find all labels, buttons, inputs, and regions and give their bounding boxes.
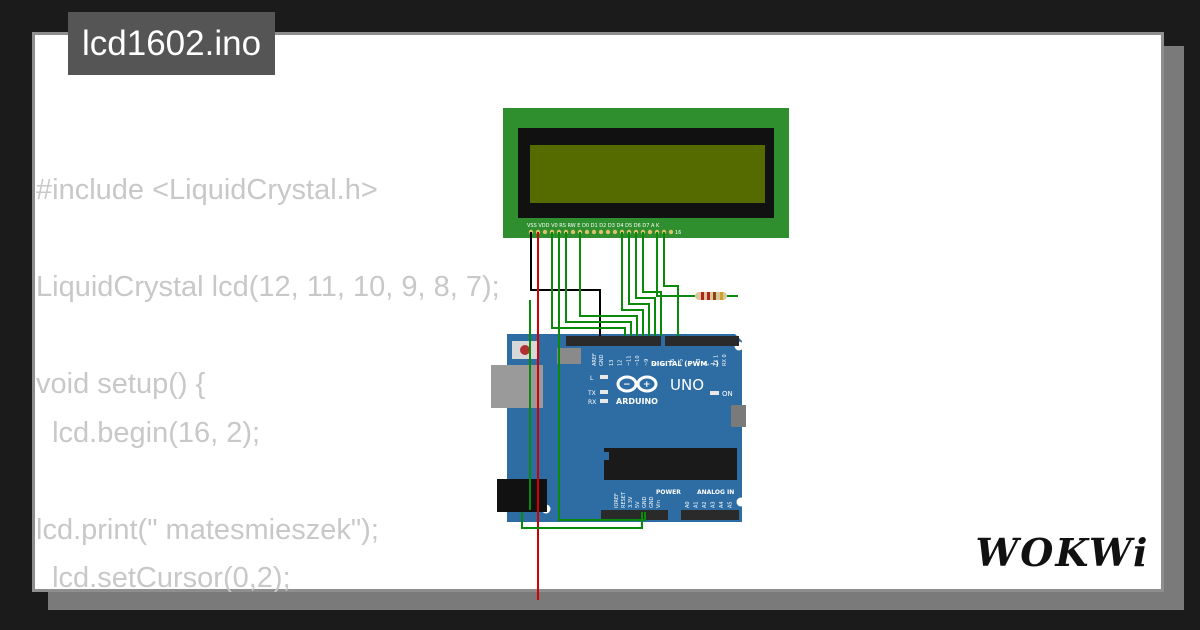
led-tx (600, 390, 608, 394)
digital-pin-label: 13 (609, 360, 615, 366)
power-pin-label: 3.3V (628, 496, 634, 508)
wire-rs (551, 232, 626, 336)
led-on-label: ON (722, 390, 733, 398)
chip-notch (604, 452, 609, 460)
digital-label: DIGITAL (PWM ~) (651, 360, 719, 368)
power-pin-label: 5V (635, 501, 641, 508)
digital-header-right (665, 336, 739, 346)
code-line: lcd.setCursor(0,2); (36, 562, 291, 594)
lcd1602-module[interactable]: VSS VDD V0 RS RW E D0 D1 D2 D3 D4 D5 D6 … (503, 108, 789, 238)
analog-pin-label: A4 (719, 501, 725, 508)
wire-d5 (628, 232, 650, 336)
power-jack (497, 479, 547, 512)
digital-pin-label: AREF (592, 353, 598, 366)
resistor-band (701, 292, 704, 300)
digital-header-left (566, 336, 661, 346)
shadow-bottom (48, 592, 1184, 610)
lcd-pin-last: 16 (675, 230, 681, 236)
resistor-band (707, 292, 710, 300)
analog-pin-label: A1 (694, 501, 700, 508)
wire-gnd-power (521, 512, 643, 529)
digital-pin-label: ~9 (644, 359, 650, 366)
led-l-label: L (590, 375, 594, 382)
digital-pin-label: ~3 (696, 359, 702, 366)
power-header (601, 510, 668, 520)
code-snippet: #include <LiquidCrystal.h> LiquidCrystal … (36, 166, 500, 603)
digital-pin-label: 12 (618, 360, 624, 366)
digital-pin-label: GND (599, 354, 605, 366)
digital-pin-label: 7 (661, 363, 667, 366)
arduino-logo-icon: − + (616, 375, 658, 393)
led-rx (600, 399, 608, 403)
wire-anode (656, 232, 695, 297)
code-line: void setup() { (36, 368, 206, 400)
resistor-band (720, 292, 723, 300)
digital-pin-label: 4 (687, 363, 693, 366)
mount-hole (736, 497, 746, 507)
resistor-band (713, 292, 716, 300)
lcd-screen (530, 145, 765, 203)
wokwi-logo: WOKWi (975, 528, 1150, 578)
lcd-pin-holes (528, 229, 674, 235)
digital-pin-label: 8 (653, 363, 659, 366)
reset-cap (520, 345, 530, 355)
code-line: lcd.begin(16, 2); (36, 416, 261, 449)
wire-d7 (642, 232, 662, 336)
power-label: POWER (656, 489, 681, 496)
digital-pin-label: ~11 (626, 355, 632, 366)
svg-text:−: − (623, 380, 631, 390)
power-pin-label: RESET (621, 491, 627, 508)
wire-rw (558, 232, 646, 521)
digital-pin-label: 2 (705, 363, 711, 366)
wokwi-logo-text: WOKWi (975, 530, 1150, 575)
code-line: lcd.print(" matesmieszek"); (36, 513, 379, 546)
analog-pin-label: A3 (711, 501, 717, 508)
code-line: LiquidCrystal lcd(12, 11, 10, 9, 8, 7); (36, 271, 500, 303)
code-line: #include <LiquidCrystal.h> (36, 174, 378, 206)
arduino-uno-board[interactable]: DIGITAL (PWM ~) − + UNO ARDUINO L TX RX … (491, 334, 746, 522)
wire-e (565, 232, 632, 336)
led-rx-label: RX (588, 399, 596, 406)
analog-pin-label: A5 (728, 501, 734, 508)
wire-d6 (635, 232, 656, 336)
icsp-header (557, 348, 581, 364)
digital-pin-label: ~10 (635, 355, 641, 366)
icsp-header-right (731, 405, 746, 427)
atmega-chip (604, 448, 737, 480)
usb-port (491, 365, 543, 408)
power-pin-label: GND (649, 496, 655, 508)
lcd-pin-labels: VSS VDD V0 RS RW E D0 D1 D2 D3 D4 D5 D6 … (527, 223, 660, 229)
digital-pin-label: ~6 (670, 359, 676, 366)
digital-pin-label: TX 1 (713, 355, 719, 367)
led-on (710, 391, 719, 395)
analog-label: ANALOG IN (697, 489, 734, 496)
power-pin-label: GND (642, 496, 648, 508)
resistor[interactable] (695, 292, 727, 300)
file-title: lcd1602.ino (68, 12, 276, 75)
power-pin-label: Vin (656, 500, 662, 508)
led-tx-label: TX (587, 390, 596, 397)
power-pin-label: IOREF (614, 493, 620, 508)
analog-pin-label: A2 (702, 501, 708, 508)
board-brand: ARDUINO (616, 397, 658, 406)
digital-pin-label: RX 0 (722, 354, 728, 366)
board-model: UNO (670, 376, 704, 394)
wire-d4b (621, 232, 644, 336)
analog-pin-label: A0 (685, 501, 691, 508)
digital-pin-label: ~5 (679, 359, 685, 366)
analog-header (681, 510, 739, 520)
wire-d4 (579, 232, 638, 336)
svg-text:+: + (643, 380, 651, 390)
led-l (600, 375, 608, 379)
wires (521, 232, 738, 600)
wire-cathode (663, 232, 679, 336)
